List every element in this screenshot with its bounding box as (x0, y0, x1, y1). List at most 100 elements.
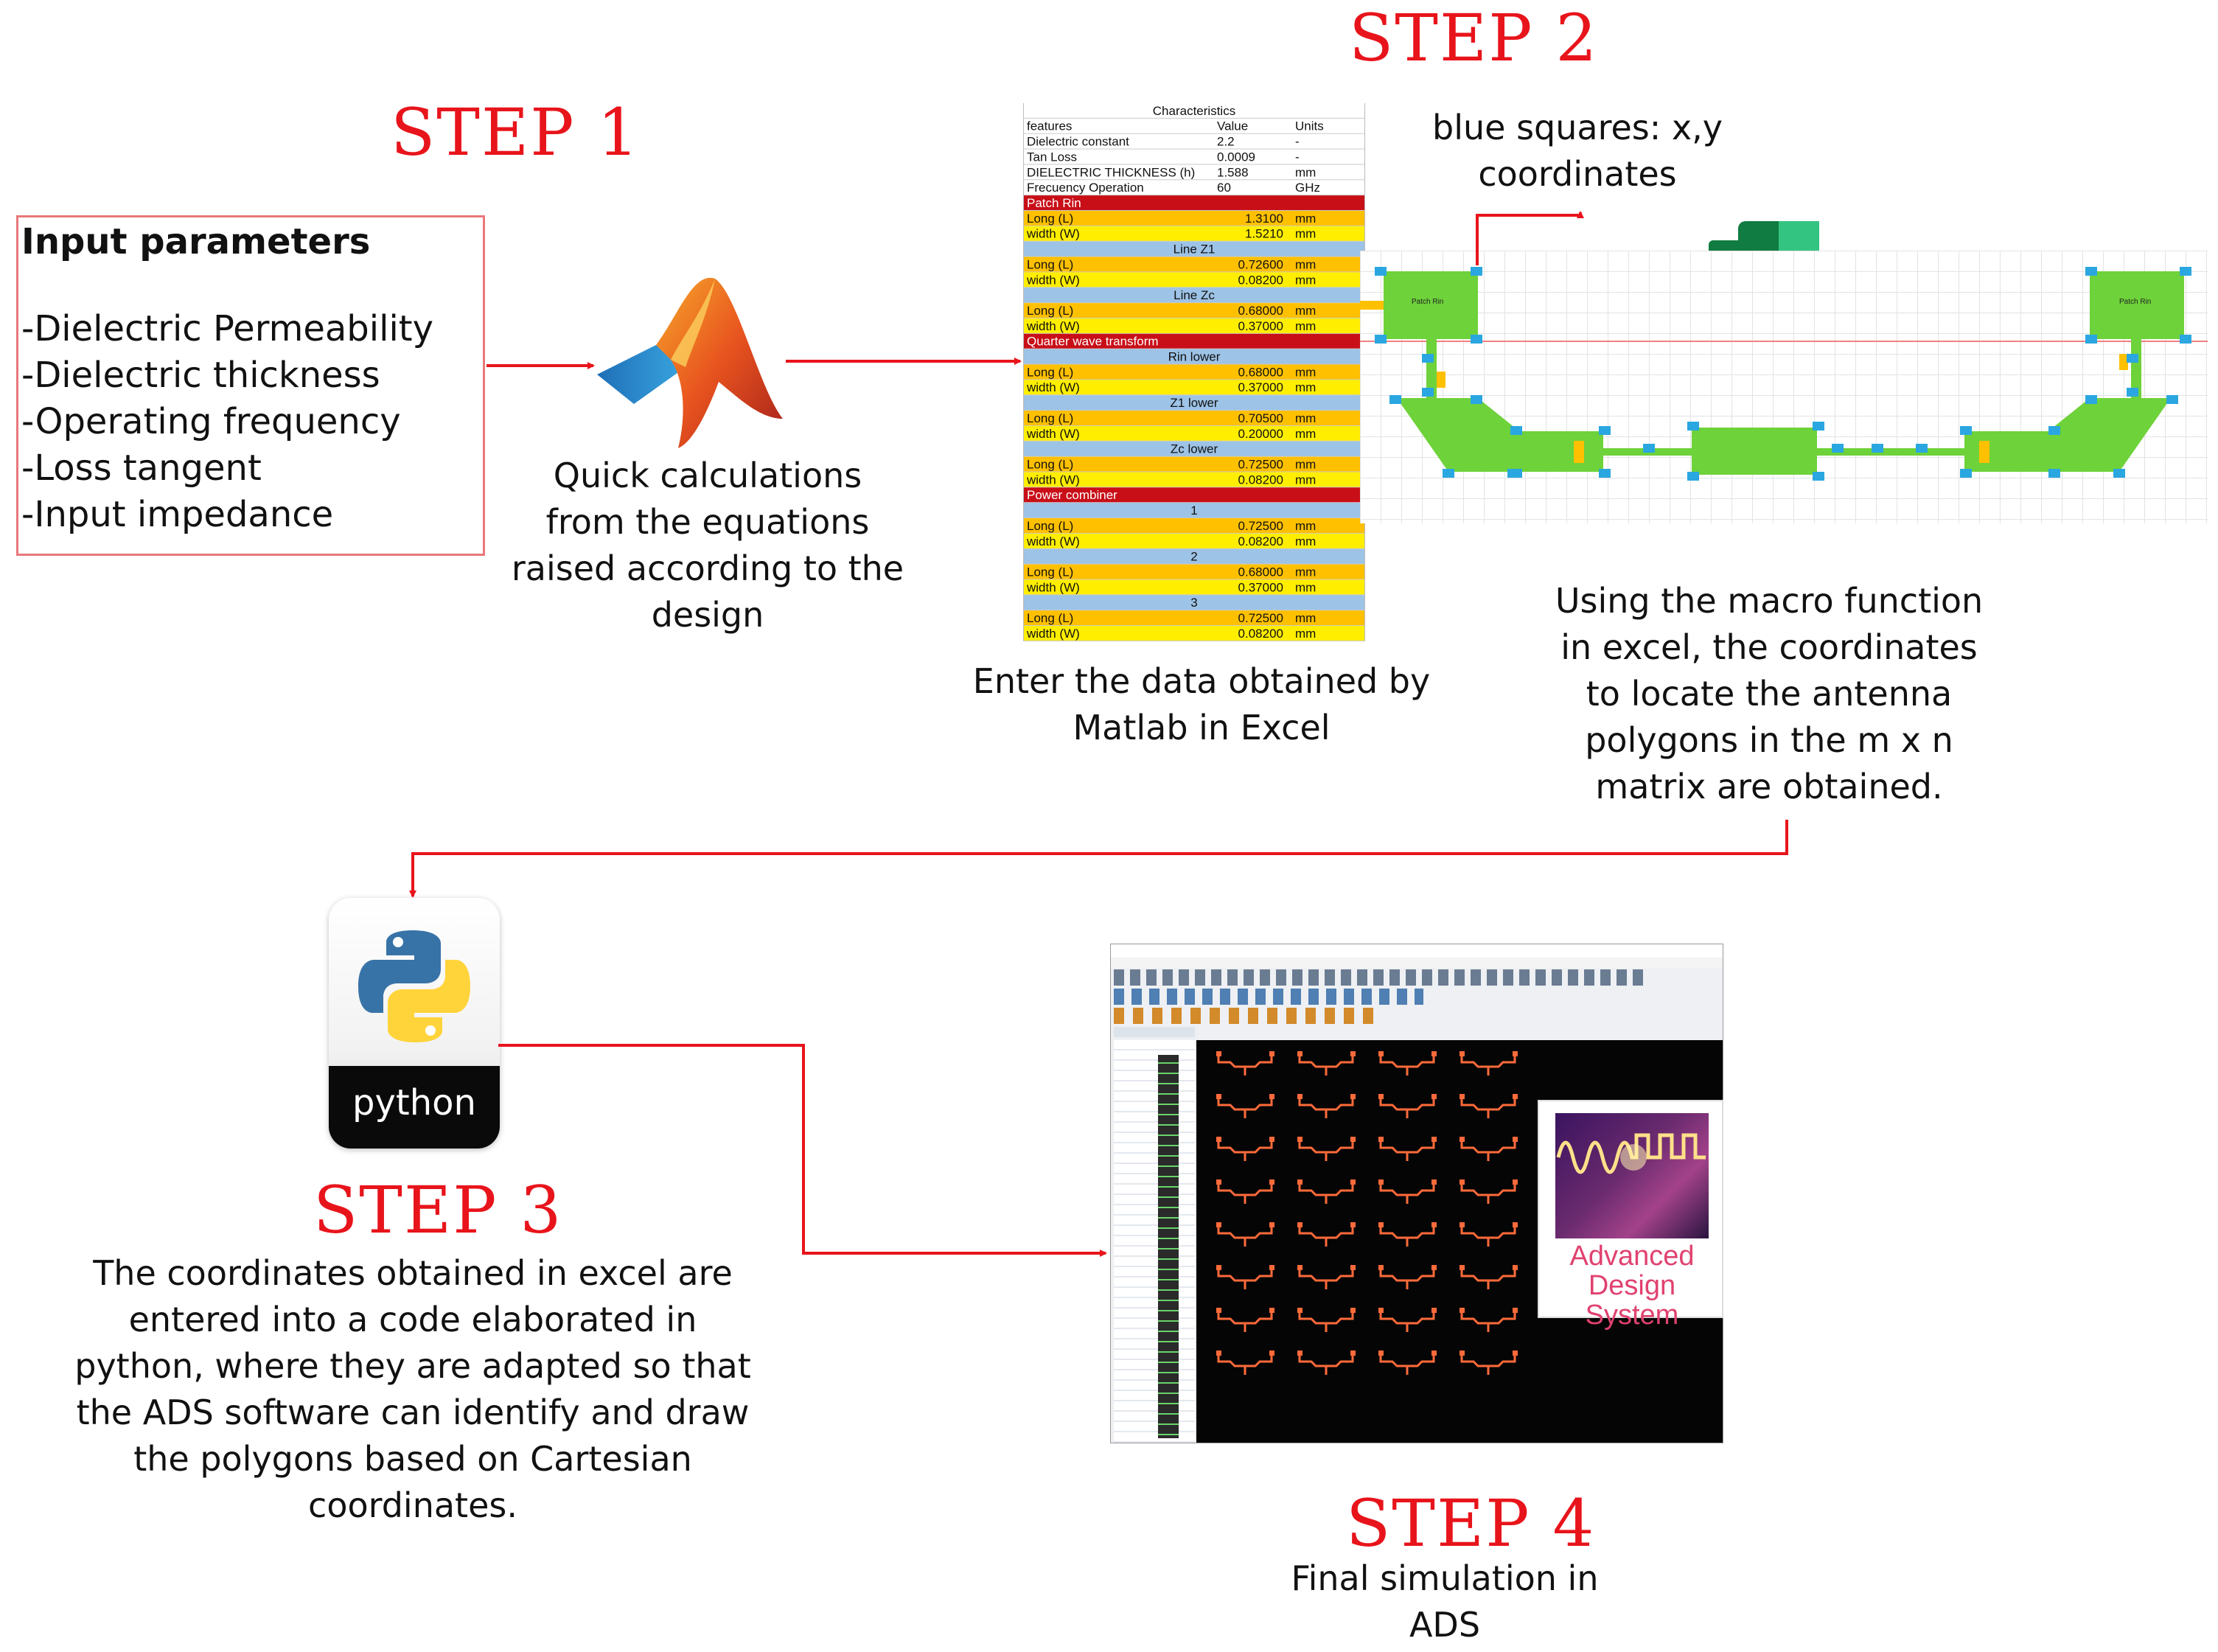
sheet-cell: 0.08200 (1238, 626, 1283, 641)
sheet-cell: mm (1295, 380, 1316, 395)
antenna-element (1460, 1094, 1518, 1118)
matlab-logo (597, 277, 783, 448)
sheet-section-row: 1 (1024, 503, 1364, 519)
sheet-section-row: Line Z1 (1024, 241, 1364, 257)
antenna-element (1460, 1137, 1518, 1161)
sheet-cell: 2.2 (1217, 134, 1235, 149)
sheet-section-row: Rin lower (1024, 349, 1364, 365)
antenna-element (1216, 1179, 1274, 1204)
sheet-title: Characteristics (1152, 103, 1236, 118)
param-item: -Operating frequency (21, 401, 401, 442)
sheet-section-label: Rin lower (1168, 349, 1221, 364)
antenna-element (1216, 1051, 1274, 1076)
sheet-cell: 0.37000 (1238, 318, 1283, 333)
sheet-cell: 0.37000 (1238, 380, 1283, 395)
antenna-element (1297, 1051, 1356, 1076)
sheet-cell: 0.37000 (1238, 580, 1283, 595)
antenna-element (1297, 1265, 1356, 1289)
ads-caption: Final simulation in ADS (1291, 1558, 1599, 1645)
sheet-section-label: Zc lower (1170, 442, 1218, 456)
antenna-element (1297, 1350, 1356, 1375)
input-parameters-title: Input parameters (21, 221, 371, 262)
sheet-section-label: Quarter wave transform (1027, 334, 1159, 349)
sheet-section-label: Patch Rin (1027, 196, 1081, 210)
sheet-title-row: Characteristics (1024, 103, 1364, 119)
python-logo-text: python (352, 1082, 476, 1123)
arrow-python-to-ads (498, 1044, 1107, 1257)
sheet-cell: mm (1295, 565, 1316, 579)
param-item: -Input impedance (21, 494, 334, 535)
patch-left-label: Patch Rin (1412, 298, 1443, 306)
sheet-cell: 0.68000 (1238, 365, 1283, 380)
excel-caption: Enter the data obtained by Matlab in Exc… (972, 661, 1431, 747)
sheet-cell: Long (L) (1027, 519, 1074, 533)
ads-waveform-icon (1555, 1113, 1709, 1238)
antenna-element (1297, 1179, 1356, 1204)
sheet-cell: width (W) (1027, 473, 1080, 487)
sheet-cell: 1.588 (1217, 165, 1249, 180)
sheet-cell: - (1295, 150, 1300, 164)
antenna-element (1297, 1094, 1356, 1118)
sheet-section-row: 2 (1024, 548, 1364, 565)
antenna-element (1378, 1137, 1437, 1161)
antenna-layout-grid: Patch Rin Patch Rin (1360, 251, 2208, 523)
antenna-element (1297, 1308, 1356, 1332)
sheet-cell: Long (L) (1027, 211, 1074, 226)
sheet-section-row: Z1 lower (1024, 395, 1364, 411)
sheet-section-label: Power combiner (1027, 488, 1117, 503)
ads-layer-panel (1114, 1040, 1195, 1443)
sheet-cell: Long (L) (1027, 611, 1074, 626)
antenna-element (1378, 1094, 1437, 1118)
sheet-cell: Long (L) (1027, 411, 1074, 425)
sheet-cell: mm (1295, 411, 1316, 425)
sheet-cell: mm (1295, 473, 1316, 487)
antenna-element (1378, 1051, 1437, 1076)
antenna-element (1378, 1179, 1437, 1204)
sheet-cell: mm (1295, 519, 1316, 533)
param-item: -Loss tangent (21, 447, 262, 489)
sheet-section-label: 2 (1190, 549, 1198, 564)
antenna-array (1216, 1051, 1518, 1375)
sheet-cell: GHz (1295, 181, 1320, 195)
sheet-cell: mm (1295, 457, 1316, 472)
python-caption: The coordinates obtained in excel are en… (74, 1253, 751, 1525)
antenna-element (1460, 1350, 1518, 1375)
sheet-cell: - (1295, 134, 1300, 149)
antenna-element (1216, 1308, 1274, 1332)
sheet-cell: mm (1295, 211, 1316, 226)
sheet-cell: width (W) (1027, 318, 1080, 333)
antenna-element (1216, 1265, 1274, 1289)
sheet-cell: Long (L) (1027, 257, 1074, 272)
sheet-section-label: Z1 lower (1170, 396, 1218, 411)
sheet-section-label: Line Z1 (1173, 242, 1216, 257)
sheet-cell: width (W) (1027, 226, 1080, 241)
step-2-title: STEP 2 (1349, 0, 1599, 76)
sheet-cell: width (W) (1027, 534, 1080, 548)
ads-toolbar-3 (1114, 1008, 1379, 1024)
sheet-cell: mm (1295, 580, 1316, 595)
sheet-section-row: 3 (1024, 595, 1364, 611)
ads-toolbar-1 (1114, 969, 1645, 986)
step-4-title: STEP 4 (1346, 1485, 1596, 1561)
sheet-cell: Long (L) (1027, 365, 1074, 380)
sheet-header-cell: Value (1217, 119, 1249, 133)
sheet-cell: 1.5210 (1245, 226, 1283, 241)
antenna-element (1460, 1179, 1518, 1204)
param-item: -Dielectric thickness (21, 355, 380, 396)
